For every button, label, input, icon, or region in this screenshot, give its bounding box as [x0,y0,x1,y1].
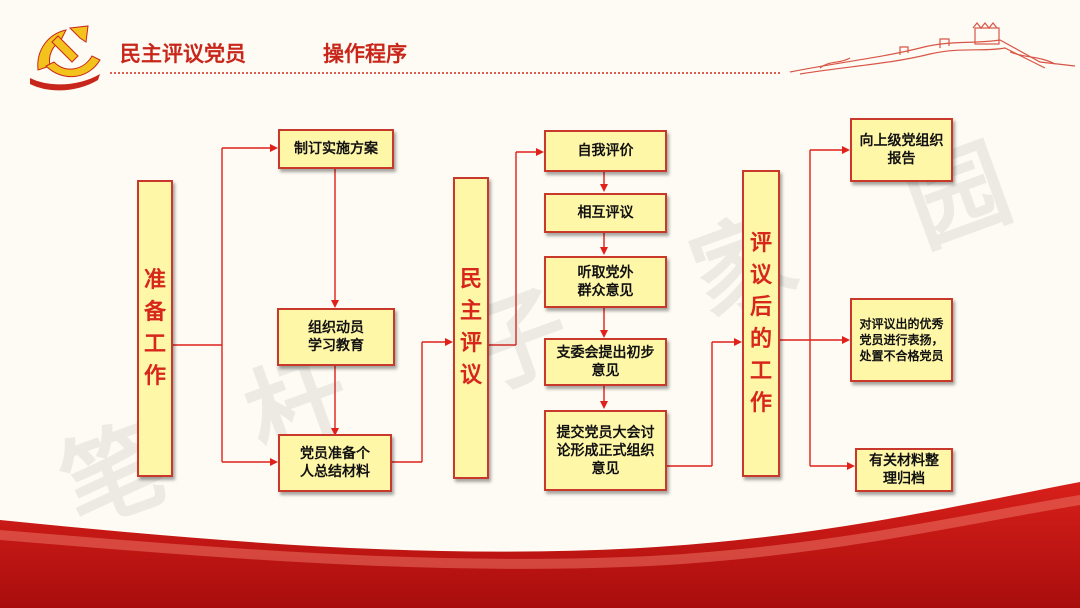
step-report-upward: 向上级党组织 报告 [850,118,953,182]
step-mutual-review: 相互评议 [544,193,667,233]
stage-char: 评 [749,230,772,256]
bottom-red-wave-light [0,495,1080,569]
step-plan: 制订实施方案 [278,129,394,169]
stage-char: 民 [459,267,482,292]
stage-review: 民 主 评 议 [453,177,489,479]
step-submit-meeting: 提交党员大会讨 论形成正式组织 意见 [544,410,667,491]
step-branch-opinion: 支委会提出初步 意见 [544,338,667,386]
party-emblem-icon [30,25,101,91]
step-self-evaluation: 自我评价 [544,130,667,172]
stage-char: 评 [459,331,482,356]
stage-char: 作 [143,363,166,389]
stage-char: 议 [749,262,772,288]
step-archive: 有关材料整 理归档 [855,448,953,492]
stage-prepare: 准 备 工 作 [137,180,173,477]
arrowheads [270,144,855,470]
step-mobilize: 组织动员 学习教育 [277,308,395,366]
bottom-red-wave [0,482,1080,608]
stage-char: 主 [459,299,482,324]
connectors [172,147,851,467]
stage-after: 评 议 后 的 工 作 [742,170,780,477]
step-commend-handle: 对评议出的优秀 党员进行表扬， 处置不合格党员 [850,298,953,382]
great-wall-icon [789,22,1076,75]
stage-char: 议 [459,363,482,388]
stage-char: 准 [143,267,166,293]
step-summary: 党员准备个 人总结材料 [278,434,392,492]
stage-char: 工 [749,358,772,384]
stage-char: 工 [143,331,166,357]
page-subtitle: 操作程序 [323,42,407,66]
step-listen-opinions: 听取党外 群众意见 [544,256,667,308]
stage-char: 备 [143,299,166,325]
page-title: 民主评议党员 [120,42,246,66]
stage-char: 的 [749,326,772,352]
stage-char: 作 [749,390,772,416]
stage-char: 后 [749,294,772,320]
